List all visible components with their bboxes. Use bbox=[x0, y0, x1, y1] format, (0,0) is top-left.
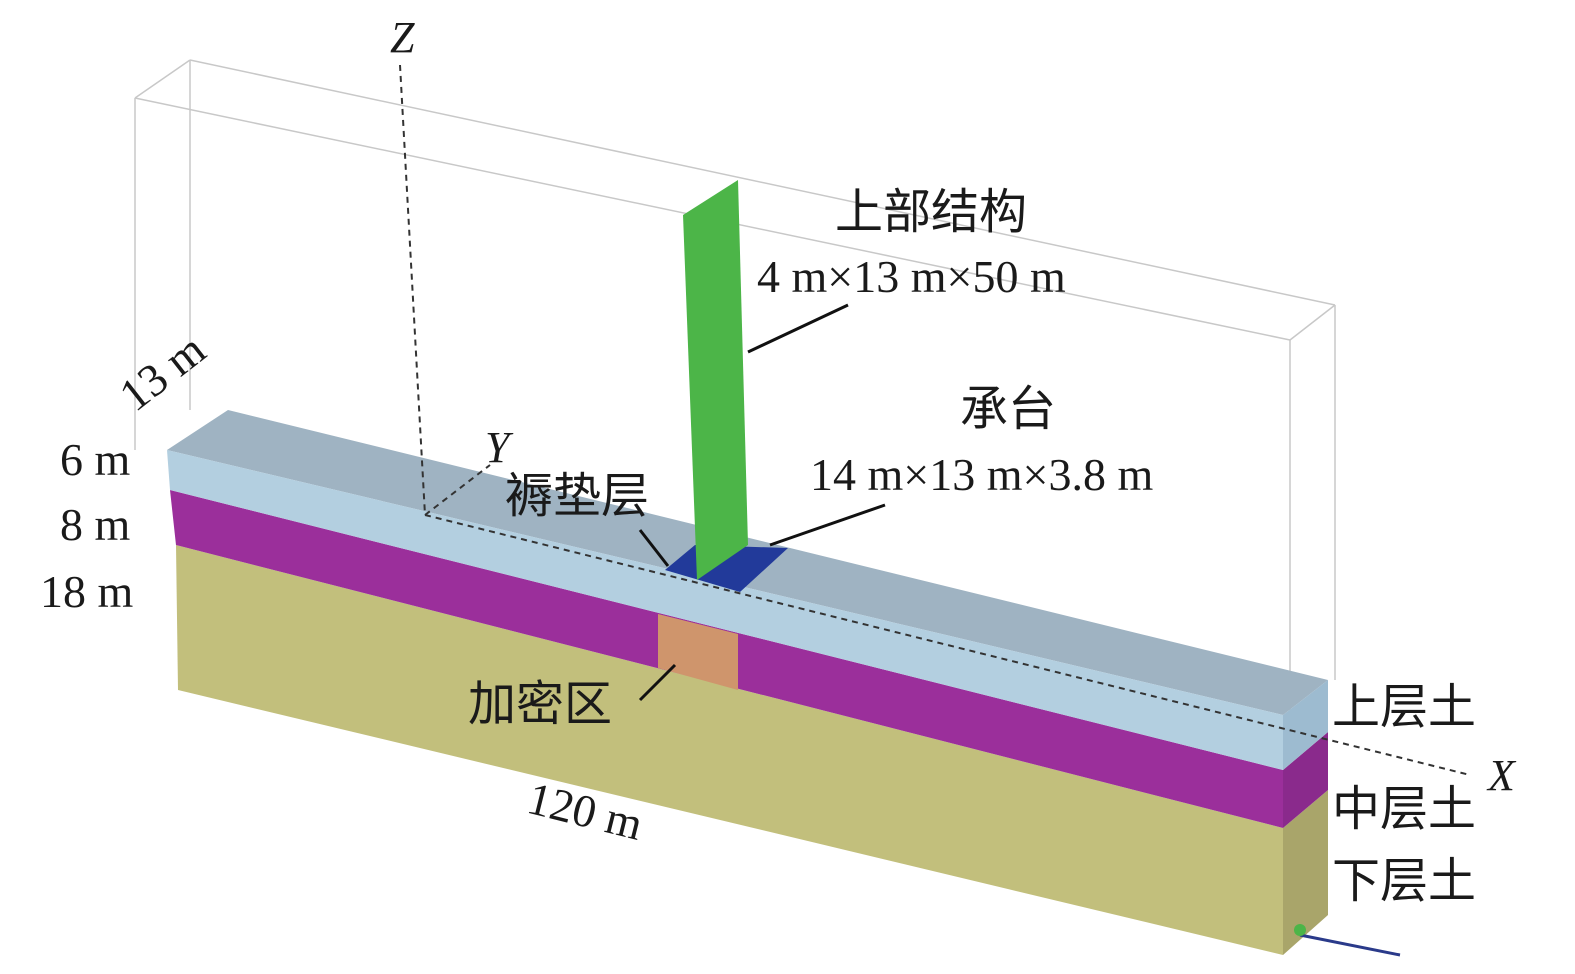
middle-soil-side bbox=[1283, 732, 1328, 828]
middle-soil-label: 中层土 bbox=[1332, 783, 1476, 836]
air-domain-box bbox=[134, 59, 1336, 715]
coordinate-axes bbox=[399, 64, 1471, 776]
lower-soil-front bbox=[176, 545, 1283, 955]
superstructure-wall bbox=[683, 180, 748, 580]
leader-lines bbox=[638, 303, 886, 702]
lower-thickness: 18 m bbox=[40, 566, 134, 617]
superstructure-dimension: 4 m×13 m×50 m bbox=[757, 251, 1066, 302]
axis-triad-icon bbox=[1294, 924, 1401, 957]
upper-soil-label: 上层土 bbox=[1332, 681, 1476, 734]
y-axis-label: Y bbox=[485, 423, 514, 472]
pile-cap bbox=[665, 545, 788, 592]
width-dimension: 13 m bbox=[110, 323, 215, 421]
upper-thickness: 6 m bbox=[60, 434, 131, 485]
x-axis-label: X bbox=[1486, 751, 1517, 800]
superstructure-label: 上部结构 bbox=[835, 186, 1027, 239]
densified-zone bbox=[658, 614, 738, 690]
upper-soil-side bbox=[1283, 680, 1328, 770]
lower-soil-side bbox=[1283, 790, 1328, 955]
middle-thickness: 8 m bbox=[60, 499, 131, 550]
z-axis-label: Z bbox=[390, 13, 415, 62]
densified-zone-label: 加密区 bbox=[468, 678, 612, 731]
upper-soil-front bbox=[167, 450, 1283, 770]
cap-label: 承台 bbox=[960, 383, 1056, 436]
lower-soil-label: 下层土 bbox=[1332, 855, 1476, 908]
cushion-label: 褥垫层 bbox=[505, 470, 649, 523]
cap-dimension: 14 m×13 m×3.8 m bbox=[810, 449, 1153, 500]
